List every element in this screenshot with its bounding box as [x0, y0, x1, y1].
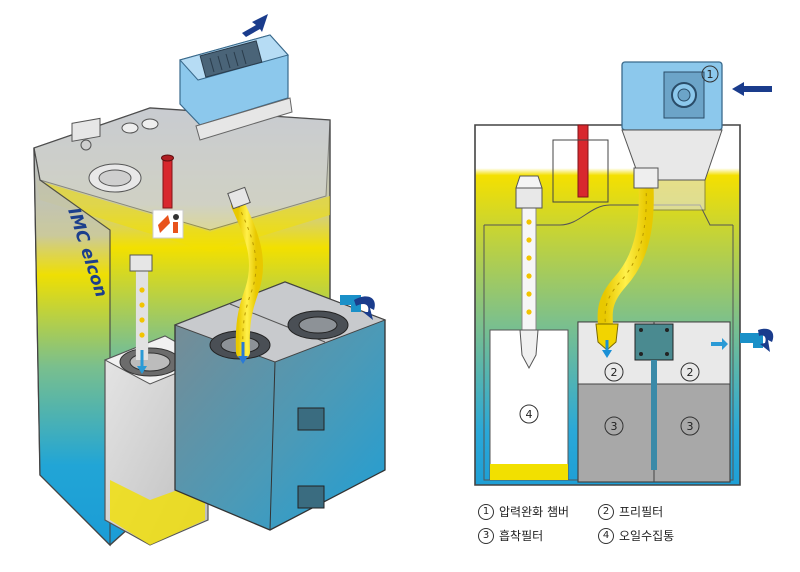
callout-4: 4 [526, 408, 533, 421]
callout-2b: 2 [687, 366, 694, 379]
inlet-arrow-3d [242, 14, 268, 37]
callout-3a: 3 [611, 420, 618, 433]
callout-3b: 3 [687, 420, 694, 433]
legend-label: 프리필터 [619, 505, 664, 519]
legend-item-4: 4 오일수집통 [598, 527, 674, 544]
section-vent [577, 124, 589, 198]
legend-number: 1 [478, 503, 494, 520]
section-view: 1 4 2 [474, 61, 774, 486]
legend-label: 오일수집통 [619, 529, 675, 543]
top-ports [71, 117, 159, 193]
legend-label: 흡착필터 [499, 529, 544, 543]
vent-pipe [162, 157, 173, 209]
legend-label: 압력완화 챔버 [499, 505, 570, 519]
logo-badge [152, 209, 184, 239]
legend-item-2: 2 프리필터 [598, 503, 663, 520]
pressure-relief-chamber [621, 61, 723, 211]
outlet-arrow-3d [354, 296, 375, 320]
callout-2a: 2 [611, 366, 618, 379]
pressure-relief-chamber-3d [179, 34, 293, 141]
callout-1: 1 [707, 68, 714, 81]
filter-housing-3d [173, 281, 387, 531]
legend-number: 2 [598, 503, 614, 520]
legend-item-1: 1 압력완화 챔버 [478, 503, 569, 520]
legend-number: 4 [598, 527, 614, 544]
filter-housing [577, 321, 731, 483]
isometric-view: IMC elcon [33, 14, 387, 547]
inlet-arrow [732, 82, 772, 96]
outlet-arrow [758, 328, 774, 352]
legend-number: 3 [478, 527, 494, 544]
legend-item-3: 3 흡착필터 [478, 527, 543, 544]
